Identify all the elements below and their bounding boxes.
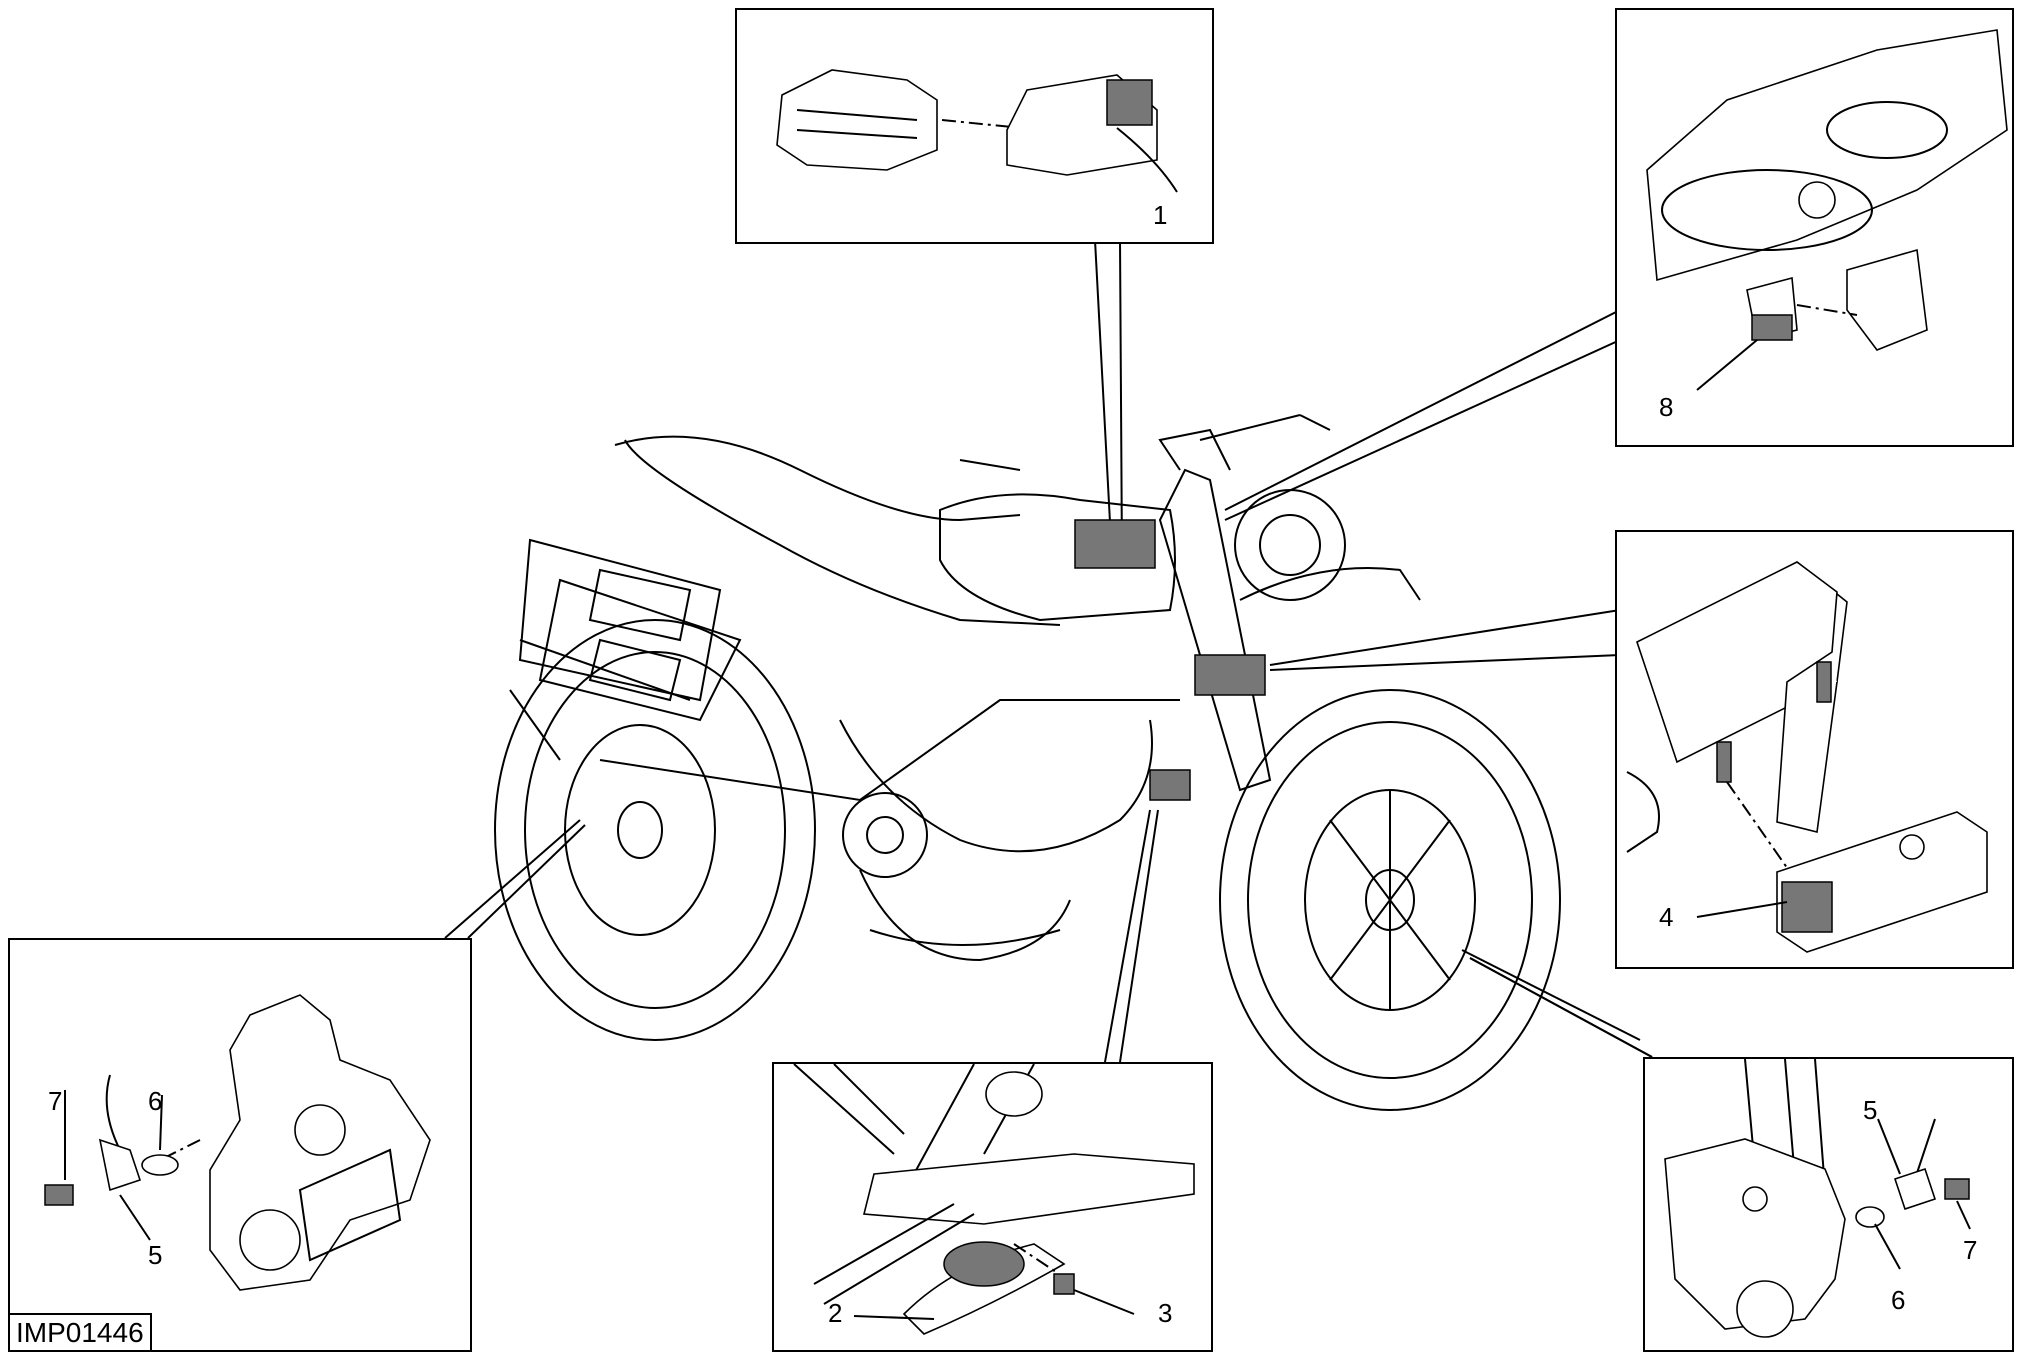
- callout-8: 8: [1659, 392, 1674, 422]
- inset-ecu: 1: [735, 8, 1214, 244]
- callout-4: 4: [1659, 902, 1674, 932]
- callout-2: 2: [828, 1298, 843, 1328]
- callout-6-left: 6: [148, 1086, 163, 1116]
- inset-dashboard: 4: [1615, 530, 2014, 969]
- callout-5-right: 5: [1863, 1095, 1878, 1125]
- callout-7-left: 7: [48, 1086, 63, 1116]
- dashboard-drawing: [1626, 561, 1988, 953]
- callout-6-right: 6: [1891, 1285, 1906, 1315]
- rear-sensor-drawing: [44, 994, 431, 1291]
- callout-1: 1: [1153, 200, 1168, 230]
- ignition-switch-drawing: [1646, 29, 2008, 391]
- front-wheel: [1219, 689, 1561, 1111]
- drawing-code: IMP01446: [10, 1313, 152, 1351]
- callout-7-right: 7: [1963, 1235, 1978, 1265]
- exhaust: [518, 538, 722, 702]
- inset-rear-abs-sensor: 7 6 5: [8, 938, 472, 1352]
- rear-wheel: [494, 619, 816, 1041]
- ecu-drawing: [776, 69, 1178, 193]
- frame-body: [509, 414, 1421, 962]
- inset-ignition: 8: [1615, 8, 2014, 447]
- callout-5-left: 5: [148, 1240, 163, 1270]
- horn-drawing: [793, 1064, 1195, 1335]
- callout-3: 3: [1158, 1298, 1173, 1328]
- inset-horn: 2 3: [772, 1062, 1213, 1352]
- leader-lines: [444, 239, 1653, 1063]
- inset-front-abs-sensor: 5 6 7: [1643, 1057, 2014, 1352]
- front-sensor-drawing: [1664, 1059, 1971, 1338]
